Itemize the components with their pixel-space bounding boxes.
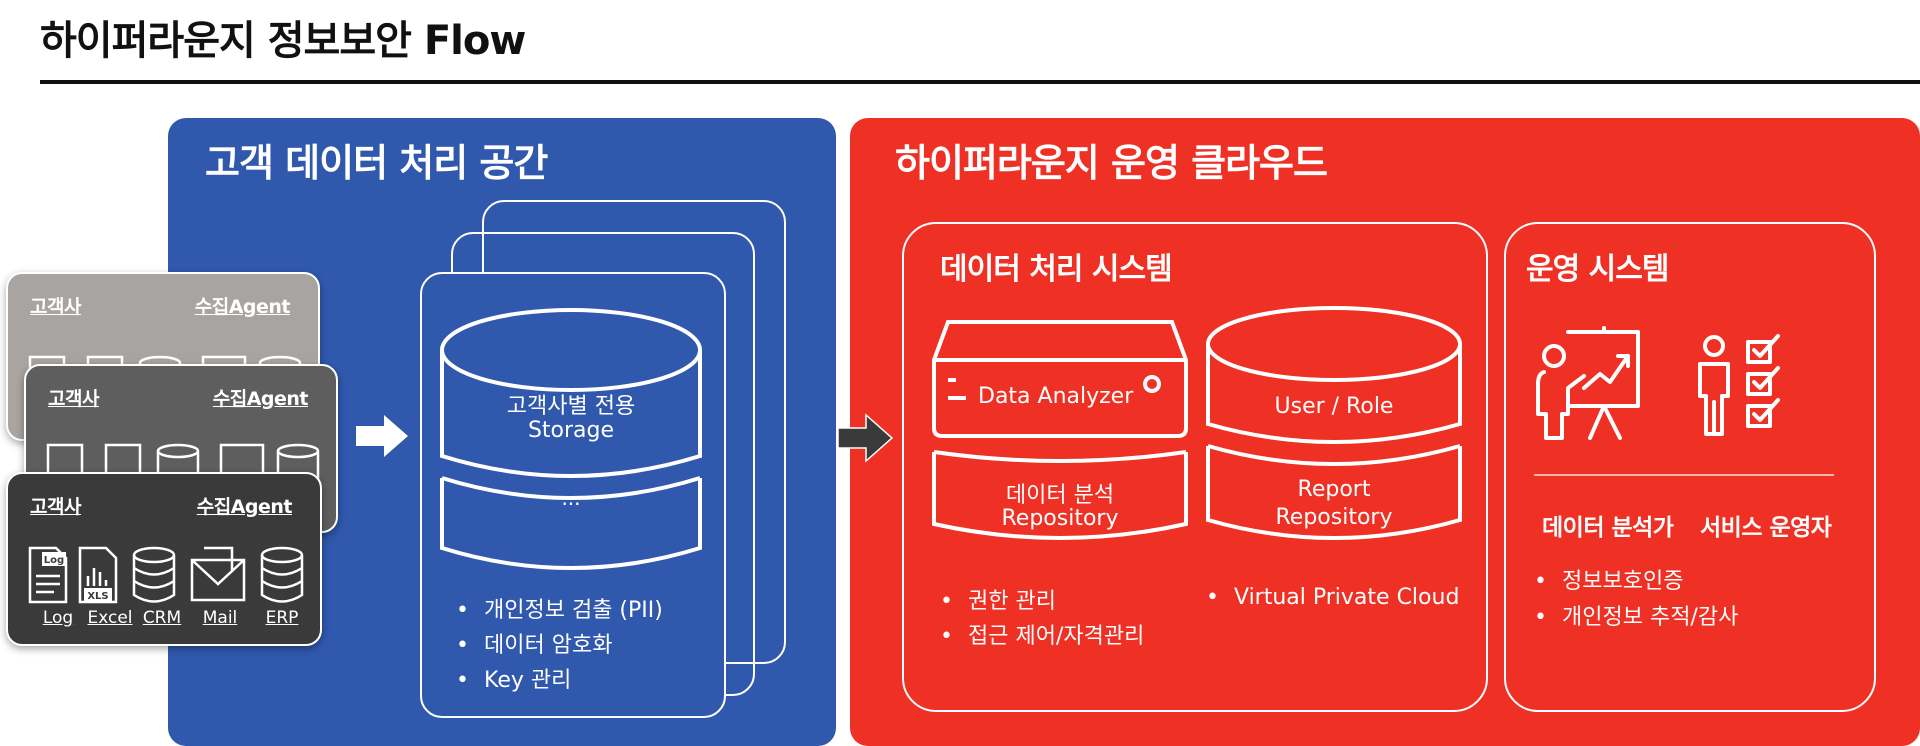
source-label: Log [42, 608, 74, 628]
customer-data-panel-title: 고객 데이터 처리 공간 [205, 141, 548, 185]
analysis-repo-label-2: Repository [1001, 506, 1119, 531]
source-label: ERP [265, 608, 299, 628]
report-repo-label-2: Repository [1275, 505, 1393, 530]
operations-divider [1534, 474, 1834, 476]
agent-collect-label: 수집Agent [212, 388, 309, 410]
operations-system-title: 운영 시스템 [1526, 252, 1669, 287]
user-role-label: User / Role [1274, 394, 1394, 419]
xls-tag: XLS [87, 591, 108, 602]
storage-bullet: 데이터 암호화 [450, 628, 663, 663]
storage-bullets: 개인정보 검출 (PII) 데이터 암호화 Key 관리 [450, 593, 663, 698]
storage-bullet: 개인정보 검출 (PII) [450, 593, 663, 628]
agent-source-icons: Log XLS [28, 546, 304, 604]
data-analyst-label: 데이터 분석가 [1542, 515, 1674, 541]
agent-collect-label: 수집Agent [194, 296, 291, 318]
data-system-bullet: Virtual Private Cloud [1200, 580, 1459, 615]
log-tag: Log [44, 555, 64, 566]
agent-customer-label: 고객사 [30, 496, 81, 518]
report-repo-label-1: Report [1297, 477, 1371, 502]
data-analyzer-label: Data Analyzer [978, 384, 1134, 409]
operations-bullet: 개인정보 추적/감사 [1528, 600, 1738, 636]
agent-customer-label: 고객사 [30, 296, 81, 318]
data-processing-system-title: 데이터 처리 시스템 [940, 252, 1173, 287]
arrow-right-dark-icon [837, 413, 894, 463]
operations-bullets: 정보보호인증 개인정보 추적/감사 [1528, 564, 1738, 636]
data-system-bullet: 권한 관리 [934, 584, 1144, 619]
server-icon [932, 320, 1188, 540]
operations-system-box [1504, 222, 1876, 712]
repository-cylinder-icon [1206, 306, 1462, 540]
storage-label-2: Storage [527, 418, 615, 443]
source-label: CRM [142, 608, 182, 628]
data-system-bullets-left: 권한 관리 접근 제어/자격관리 [934, 584, 1144, 654]
excel-icon [78, 546, 118, 604]
data-analyst-presenter-icon [1536, 326, 1640, 440]
agent-customer-label: 고객사 [48, 388, 99, 410]
data-processing-system-box [902, 222, 1488, 712]
operations-cloud-panel-title: 하이퍼라운지 운영 클라우드 [895, 141, 1328, 185]
service-operator-checklist-icon [1698, 334, 1780, 436]
service-operator-label: 서비스 운영자 [1700, 515, 1832, 541]
log-icon [28, 546, 68, 604]
storage-label-1: 고객사별 전용 [506, 394, 636, 419]
data-system-bullets-right: Virtual Private Cloud [1200, 580, 1459, 615]
storage-cylinder-icon [440, 308, 702, 570]
storage-bullet: Key 관리 [450, 663, 663, 698]
analysis-repo-label-1: 데이터 분석 [1005, 483, 1115, 508]
agent-card-front: 고객사 수집Agent Log XLS Log Excel CRM Mail E… [6, 472, 322, 646]
arrow-right-icon [356, 415, 408, 457]
agent-collect-label: 수집Agent [196, 496, 293, 518]
source-label: Excel [87, 608, 133, 628]
storage-bottom-label: ... [561, 486, 581, 510]
page-title: 하이퍼라운지 정보보안 Flow [40, 18, 526, 64]
source-label: Mail [202, 608, 238, 628]
title-rule [40, 80, 1920, 84]
data-system-bullet: 접근 제어/자격관리 [934, 619, 1144, 654]
operations-bullet: 정보보호인증 [1528, 564, 1738, 600]
